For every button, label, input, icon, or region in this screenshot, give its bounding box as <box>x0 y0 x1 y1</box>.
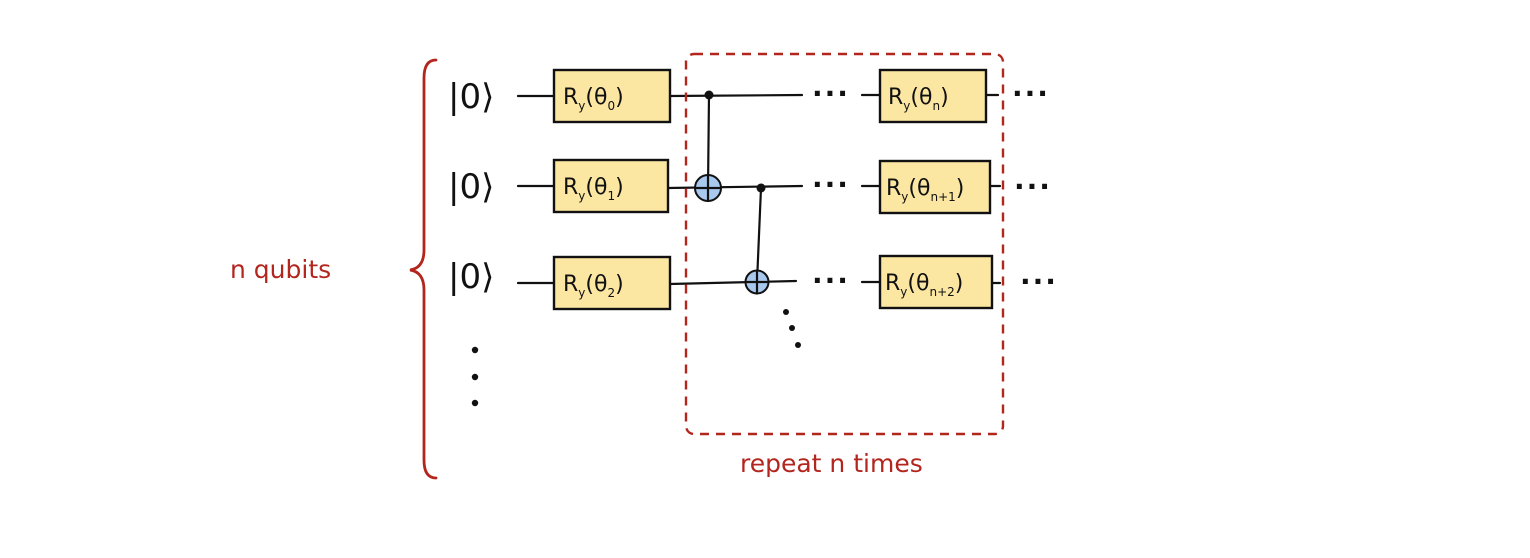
repeat-block-outline <box>684 52 1005 436</box>
svg-text:Ry(θ1): Ry(θ1) <box>563 175 624 203</box>
svg-text:Ry(θn+1): Ry(θn+1) <box>886 176 964 204</box>
trailing-ellipsis-row-1: ··· <box>1012 77 1050 110</box>
wire-ellipsis-row-2: ··· <box>812 168 850 201</box>
ry-gate-theta-n-plus-1: Ry(θn+1) <box>878 159 992 215</box>
trailing-ellipsis-row-2: ··· <box>1014 170 1052 203</box>
ry-gate-theta-2: Ry(θ2) <box>552 255 672 311</box>
control-dot-1 <box>704 90 714 100</box>
svg-text:Ry(θn+2): Ry(θn+2) <box>885 271 963 299</box>
wire-row-1-b <box>668 93 804 98</box>
qubits-label: n qubits <box>230 255 331 284</box>
svg-text:Ry(θ0): Ry(θ0) <box>563 85 624 113</box>
repeat-label: repeat n times <box>740 449 923 478</box>
wire-row-3-b <box>668 279 798 286</box>
qubit-brace <box>409 58 438 480</box>
ket-0-row-3: |0⟩ <box>448 257 494 297</box>
wire-row-2-b <box>666 184 804 190</box>
ry-gate-theta-1: Ry(θ1) <box>552 158 670 214</box>
trailing-ellipsis-row-3: ··· <box>1020 265 1058 298</box>
more-qubits-ellipsis <box>471 346 479 407</box>
cnot-ladder-ellipsis <box>783 309 801 348</box>
cnot-gate-1 <box>693 90 723 203</box>
svg-text:Ry(θ2): Ry(θ2) <box>563 272 624 300</box>
ry-gate-theta-n-plus-2: Ry(θn+2) <box>878 254 994 310</box>
ket-0-row-2: |0⟩ <box>448 167 494 207</box>
ry-gate-theta-0: Ry(θ0) <box>552 68 672 124</box>
svg-text:Ry(θn): Ry(θn) <box>888 85 949 113</box>
wire-ellipsis-row-3: ··· <box>812 264 850 297</box>
control-dot-2 <box>756 183 766 193</box>
wire-ellipsis-row-1: ··· <box>812 77 850 110</box>
ry-gate-theta-n: Ry(θn) <box>878 68 988 124</box>
cnot-gate-2 <box>744 183 770 295</box>
ket-0-row-1: |0⟩ <box>448 77 494 117</box>
